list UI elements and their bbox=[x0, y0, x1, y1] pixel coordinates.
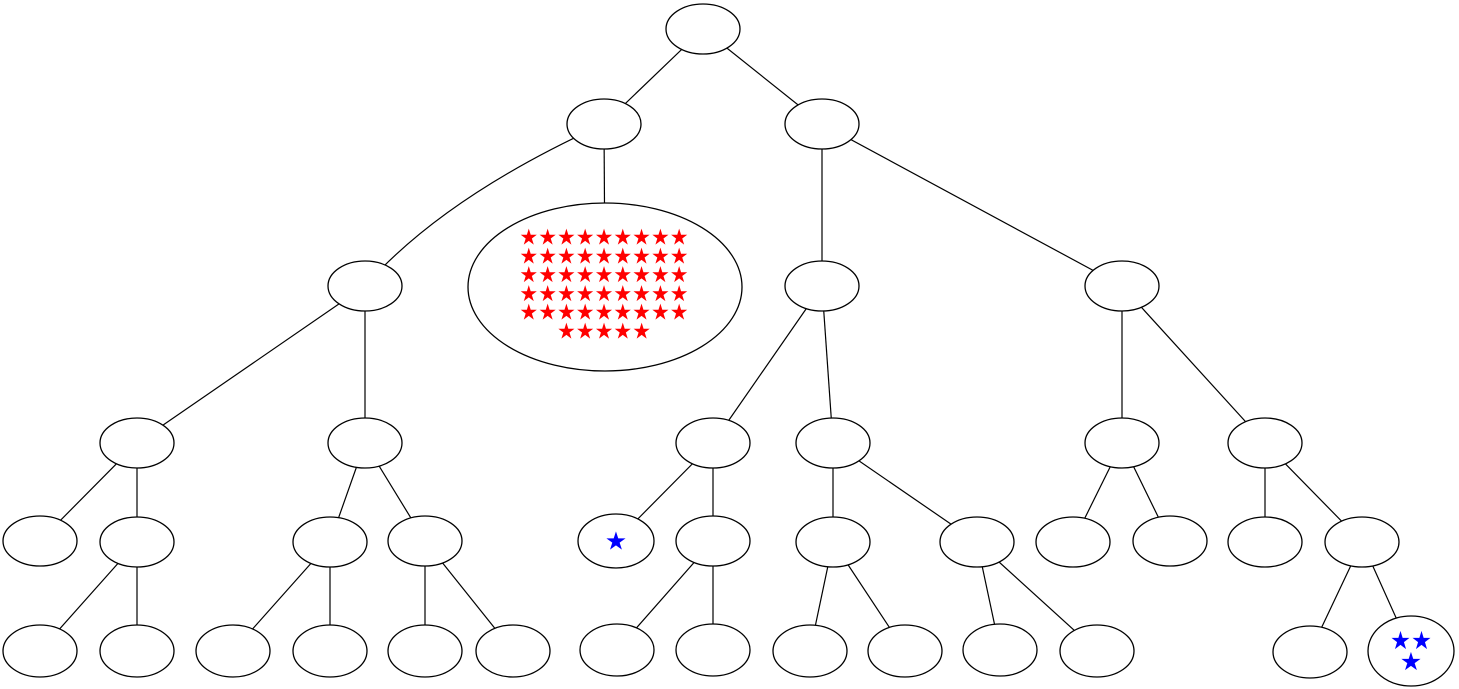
node-ellipse bbox=[1272, 625, 1348, 679]
node-ellipse bbox=[387, 624, 463, 678]
tree-node-R bbox=[784, 98, 860, 150]
node-ellipse bbox=[939, 516, 1015, 568]
node-ellipse bbox=[795, 516, 871, 568]
node-ellipse bbox=[292, 516, 368, 568]
tree-node-B2b2 bbox=[1059, 624, 1135, 678]
node-ellipse bbox=[675, 417, 751, 469]
tree-node-A1b bbox=[99, 516, 175, 568]
node-ellipse bbox=[784, 98, 860, 150]
tree-node-A2b1 bbox=[387, 624, 463, 678]
node-ellipse bbox=[675, 515, 751, 567]
node-ellipse bbox=[99, 417, 175, 469]
tree-node-B2a2 bbox=[867, 624, 943, 678]
node-ellipse bbox=[1132, 515, 1208, 567]
node-ellipse bbox=[1035, 516, 1111, 568]
tree-edge-A-A1 bbox=[136, 285, 366, 444]
tree-node-C bbox=[1084, 260, 1160, 312]
nodes-layer: ★★★★★★★★★★★★★★★★★★★★★★★★★★★★★★★★★★★★★★★★… bbox=[2, 3, 1455, 687]
node-ellipse bbox=[577, 513, 655, 569]
tree-edge-L-A bbox=[364, 123, 605, 287]
tree-node-A2a2 bbox=[292, 624, 368, 678]
red-star-row: ★★★★★ bbox=[557, 320, 651, 345]
node-ellipse bbox=[867, 624, 943, 678]
tree-node-B bbox=[784, 260, 860, 312]
node-ellipse bbox=[1324, 516, 1400, 568]
red-star-row: ★★★★★★★★★ bbox=[519, 282, 688, 307]
blue-star-row: ★★ bbox=[1390, 626, 1432, 655]
node-ellipse bbox=[99, 516, 175, 568]
tree-node-B1b2 bbox=[675, 623, 751, 677]
tree-edge-B-B1 bbox=[712, 285, 823, 444]
node-ellipse bbox=[1084, 417, 1160, 469]
node-ellipse bbox=[1227, 417, 1303, 469]
tree-node-A2a bbox=[292, 516, 368, 568]
red-star-row: ★★★★★★★★★ bbox=[519, 263, 688, 288]
tree-node-B2a bbox=[795, 516, 871, 568]
node-ellipse bbox=[327, 260, 403, 312]
node-ellipse bbox=[665, 3, 741, 55]
tree-node-A1 bbox=[99, 417, 175, 469]
node-ellipse bbox=[772, 624, 848, 678]
tree-node-B2 bbox=[795, 417, 871, 469]
tree-node-B1b1 bbox=[579, 623, 655, 677]
tree-node-root bbox=[665, 3, 741, 55]
tree-node-C2b2: ★★★ bbox=[1367, 615, 1455, 687]
tree-node-A2b bbox=[387, 515, 463, 567]
blue-star-row: ★ bbox=[605, 527, 627, 556]
tree-node-C1b bbox=[1132, 515, 1208, 567]
tree-node-B1a: ★ bbox=[577, 513, 655, 569]
tree-node-B2b bbox=[939, 516, 1015, 568]
tree-node-A1b1 bbox=[2, 624, 78, 678]
tree-node-L bbox=[566, 98, 642, 150]
red-star-row: ★★★★★★★★★ bbox=[519, 301, 688, 326]
node-ellipse bbox=[2, 515, 78, 567]
node-ellipse bbox=[962, 623, 1038, 677]
node-ellipse bbox=[675, 623, 751, 677]
tree-node-B2a1 bbox=[772, 624, 848, 678]
tree-edge-R-C bbox=[821, 123, 1123, 287]
node-ellipse bbox=[195, 624, 271, 678]
red-star-row: ★★★★★★★★★ bbox=[519, 226, 688, 251]
node-ellipse bbox=[2, 624, 78, 678]
tree-node-A1b2 bbox=[99, 624, 175, 678]
node-ellipse bbox=[1084, 260, 1160, 312]
tree-node-B1 bbox=[675, 417, 751, 469]
tree-node-C2a bbox=[1227, 516, 1303, 568]
tree-node-A2a1 bbox=[195, 624, 271, 678]
tree-node-B2b1 bbox=[962, 623, 1038, 677]
node-ellipse bbox=[99, 624, 175, 678]
node-ellipse bbox=[784, 260, 860, 312]
tree-node-A2b2 bbox=[475, 624, 551, 678]
node-ellipse bbox=[1367, 615, 1455, 687]
node-ellipse bbox=[475, 624, 551, 678]
blue-star-row: ★ bbox=[1400, 647, 1422, 676]
tree-node-C2 bbox=[1227, 417, 1303, 469]
tree-node-A2 bbox=[327, 417, 403, 469]
tree-node-C2b bbox=[1324, 516, 1400, 568]
node-ellipse bbox=[467, 202, 743, 372]
node-ellipse bbox=[387, 515, 463, 567]
node-ellipse bbox=[327, 417, 403, 469]
node-ellipse bbox=[795, 417, 871, 469]
tree-node-C1a bbox=[1035, 516, 1111, 568]
tree-edge-B-B2 bbox=[821, 285, 834, 444]
node-ellipse bbox=[579, 623, 655, 677]
node-ellipse bbox=[292, 624, 368, 678]
tree-node-A bbox=[327, 260, 403, 312]
tree-node-A1a bbox=[2, 515, 78, 567]
red-star-row: ★★★★★★★★★ bbox=[519, 244, 688, 269]
node-ellipse bbox=[1227, 516, 1303, 568]
tree-node-BIG: ★★★★★★★★★★★★★★★★★★★★★★★★★★★★★★★★★★★★★★★★… bbox=[467, 202, 743, 372]
node-ellipse bbox=[1059, 624, 1135, 678]
node-ellipse bbox=[566, 98, 642, 150]
tree-node-B1b bbox=[675, 515, 751, 567]
tree-node-C2b1 bbox=[1272, 625, 1348, 679]
tree-node-C1 bbox=[1084, 417, 1160, 469]
tree-edge-C-C2 bbox=[1121, 285, 1266, 444]
